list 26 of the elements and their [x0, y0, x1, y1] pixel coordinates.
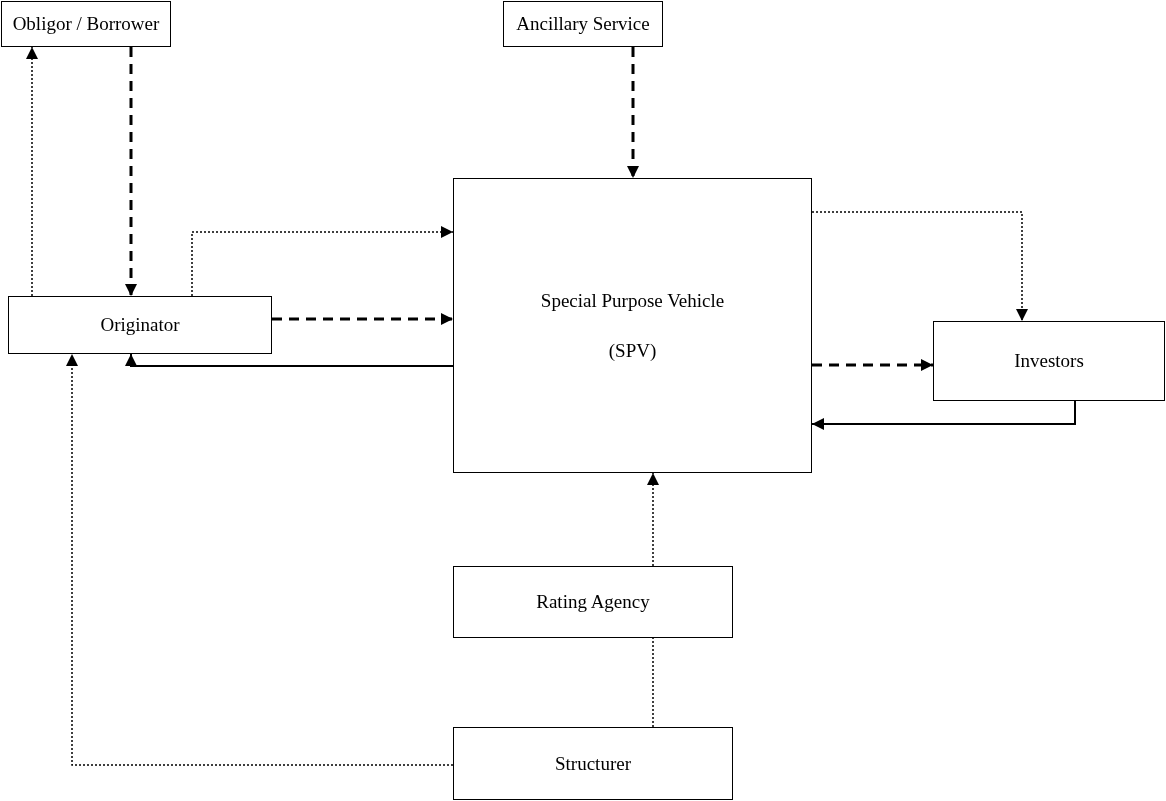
box-label: Originator	[100, 313, 180, 337]
process-box	[8, 296, 272, 354]
arrow	[811, 400, 1076, 430]
box-label: Special Purpose Vehicle	[540, 288, 725, 313]
arrow	[627, 47, 639, 178]
arrow	[66, 353, 454, 766]
process-box	[1, 1, 171, 47]
arrow	[812, 359, 933, 371]
arrow	[125, 353, 454, 367]
box-label: Investors	[1014, 349, 1084, 373]
box-label: Obligor / Borrower	[12, 12, 160, 36]
box-label: (SPV)	[608, 338, 657, 363]
arrow	[191, 226, 454, 297]
box-label: Rating Agency	[536, 590, 650, 614]
arrow	[811, 211, 1028, 322]
arrow	[26, 46, 38, 297]
arrow	[272, 313, 453, 325]
process-box	[453, 566, 733, 638]
process-box	[453, 178, 812, 473]
box-label: Structurer	[555, 751, 631, 776]
box-label: Ancillary Service	[516, 12, 650, 36]
process-box	[453, 727, 733, 800]
process-box	[933, 321, 1165, 401]
arrow	[647, 472, 659, 567]
process-box	[503, 1, 663, 47]
arrow	[125, 47, 137, 296]
